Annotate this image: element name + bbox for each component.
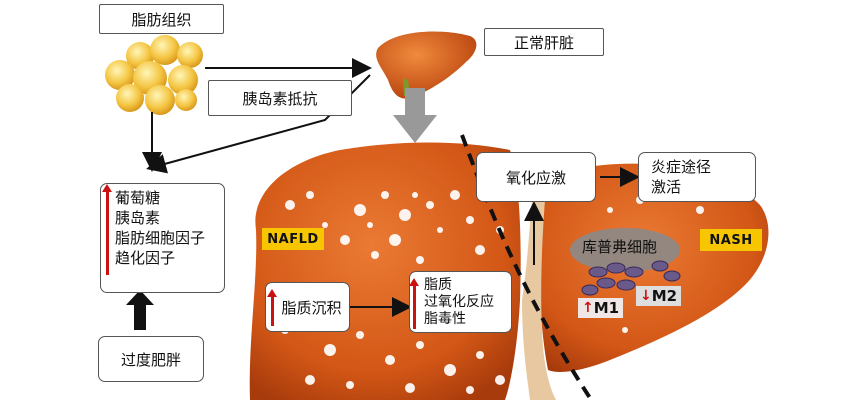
lipid-deposit-text: 脂质沉积 [281,298,342,317]
nafld-liver-illustration [249,142,521,400]
progression-arrow [393,88,437,143]
metabolic-factors-box: 葡萄糖 胰岛素 脂肪细胞因子 趋化因子 [100,183,225,293]
m1-up-arrow-icon: ↑ [582,300,594,316]
kupffer-cell-illustration [570,228,680,272]
normal-liver-illustration [376,31,477,99]
lipid-effect-lipid: 脂质 [424,277,452,293]
obesity-box: 过度肥胖 [98,336,204,382]
lipid-deposit-box: 脂质沉积 [265,282,350,332]
inflammation-line-1: 炎症途径 [651,158,712,176]
factor-glucose: 葡萄糖 [115,189,161,207]
stage-divider-line [460,134,592,400]
kupffer-cell-label: 库普弗细胞 [582,238,658,256]
insulin-resistance-text: 胰岛素抵抗 [242,89,318,108]
macrophage-cells [581,260,681,296]
normal-liver-text: 正常肝脏 [513,33,574,52]
m2-label: ↓ M2 [636,286,682,306]
lipid-effects-up-head-icon [409,278,419,286]
m2-text: M2 [651,287,678,305]
lipid-deposit-up-icon [271,296,274,326]
m1-label: ↑ M1 [578,298,624,318]
adipose-tissue-label: 脂肪组织 [99,4,224,34]
nafld-tag: NAFLD [262,228,324,250]
oxidative-stress-text: 氧化应激 [505,168,566,187]
obesity-text: 过度肥胖 [120,350,181,369]
adipose-tissue-text: 脂肪组织 [131,10,192,29]
m2-down-arrow-icon: ↓ [640,288,652,304]
adipose-tissue-illustration [105,35,203,115]
lipid-effect-lipotoxicity: 脂毒性 [424,311,466,327]
lipid-effect-peroxidation: 过氧化反应 [424,294,494,310]
factor-adipokines: 脂肪细胞因子 [115,229,206,247]
obesity-arrow [126,290,154,330]
lipid-effects-up-icon [413,285,416,329]
oxidative-stress-box: 氧化应激 [476,152,596,202]
increase-arrow-icon [106,190,109,275]
increase-arrow-head-icon [102,184,112,192]
inflammation-line-2: 激活 [651,178,682,196]
nafld-tag-text: NAFLD [267,231,319,247]
nash-tag: NASH [700,229,762,251]
factor-chemokines: 趋化因子 [115,249,176,267]
inflammation-pathway-box: 炎症途径 激活 [638,152,756,202]
lipid-deposit-up-head-icon [267,289,277,297]
normal-liver-label: 正常肝脏 [484,28,604,56]
insulin-resistance-box: 胰岛素抵抗 [208,80,352,116]
factor-insulin: 胰岛素 [115,209,161,227]
lipid-effects-box: 脂质 过氧化反应 脂毒性 [409,271,512,333]
m1-text: M1 [593,299,620,317]
nash-tag-text: NASH [709,232,753,248]
